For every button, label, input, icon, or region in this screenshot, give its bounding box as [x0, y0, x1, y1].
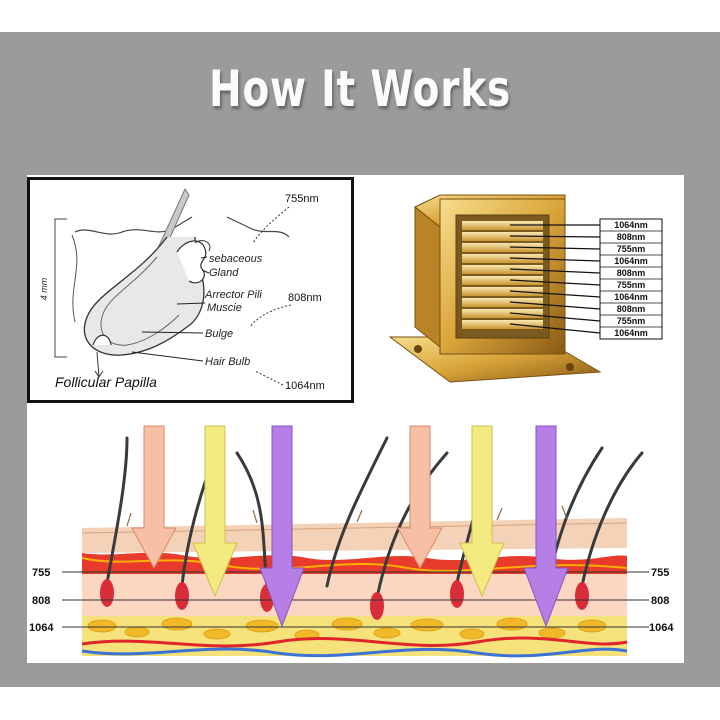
muscle-label: Muscie: [207, 302, 242, 314]
bar-label: 1064nm: [614, 220, 648, 230]
wavelength-label-1064: 1064nm: [285, 380, 325, 392]
bar-label: 755nm: [617, 280, 646, 290]
bar-label: 1064nm: [614, 292, 648, 302]
depth-label-right-755: 755: [651, 567, 669, 579]
arrector-pili-label: Arrector Pili: [204, 289, 262, 301]
bar-label: 755nm: [617, 244, 646, 254]
handpiece-diagram: 1064nm 808nm 755nm 1064nm 808nm 755nm 10…: [360, 177, 684, 403]
hair-bulb-label: Hair Bulb: [205, 356, 250, 368]
sebaceous-label: sebaceous: [209, 253, 263, 265]
bar-label: 1064nm: [614, 256, 648, 266]
bulge-label: Bulge: [205, 328, 233, 340]
wavelength-label-808: 808nm: [288, 292, 322, 304]
page-title: How It Works: [79, 60, 641, 118]
bar-label: 808nm: [617, 232, 646, 242]
depth-label-left-808: 808: [32, 595, 50, 607]
depth-label-left-755: 755: [32, 567, 50, 579]
bar-label: 808nm: [617, 304, 646, 314]
bar-label: 1064nm: [614, 328, 648, 338]
bar-label: 808nm: [617, 268, 646, 278]
wavelength-label-755: 755nm: [285, 193, 319, 205]
depth-label-right-808: 808: [651, 595, 669, 607]
gland-label: Gland: [209, 267, 239, 279]
follicle-diagram: 4 mm sebaceous Gland Arrector Pili Musci…: [27, 177, 354, 403]
depth-label: 4 mm: [39, 277, 49, 300]
depth-label-right-1064: 1064: [649, 622, 674, 634]
papilla-label: Follicular Papilla: [55, 374, 157, 390]
bar-label: 755nm: [617, 316, 646, 326]
skin-diagram: 755 808 1064 755 808 1064: [27, 408, 684, 663]
depth-label-left-1064: 1064: [29, 622, 54, 634]
